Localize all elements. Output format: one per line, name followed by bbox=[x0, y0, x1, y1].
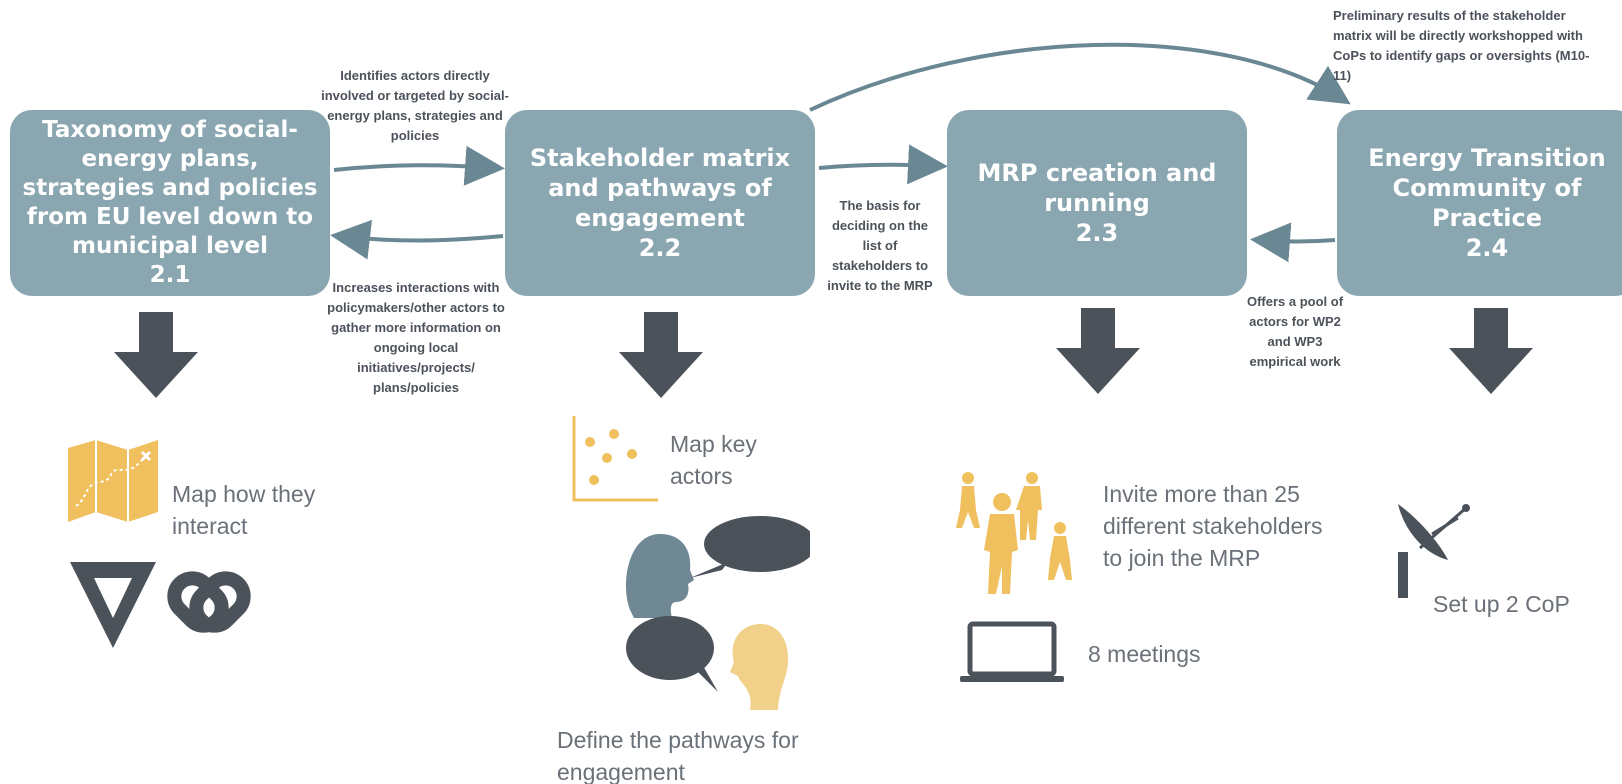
box-title: MRP creation and running bbox=[977, 159, 1217, 217]
arrow-taxonomy-to-matrix bbox=[333, 145, 505, 186]
box-number: 2.3 bbox=[1075, 219, 1119, 247]
outcome-pathways: Define the pathways for engagement bbox=[557, 727, 799, 784]
people-icon bbox=[956, 472, 1072, 594]
outcome-invite: Invite more than 25 different stakeholde… bbox=[1103, 481, 1323, 571]
box-stakeholder-matrix: Stakeholder matrix and pathways of engag… bbox=[505, 110, 815, 296]
box-community-of-practice: Energy Transition Community of Practice … bbox=[1337, 110, 1622, 296]
map-icon bbox=[68, 440, 158, 522]
note-offers: Offers a pool of actors for WP2 and WP3 … bbox=[1246, 294, 1344, 369]
note-basis: The basis for deciding on the list of st… bbox=[827, 198, 933, 293]
logo-v-icon bbox=[70, 562, 156, 648]
down-arrow-icon bbox=[1449, 308, 1533, 394]
outcome-cop: Set up 2 CoP bbox=[1433, 591, 1570, 617]
box-title: Energy Transition Community of Practice bbox=[1368, 144, 1606, 232]
box-title: Stakeholder matrix and pathways of engag… bbox=[529, 144, 791, 232]
box-mrp: MRP creation and running 2.3 bbox=[947, 110, 1247, 296]
box-taxonomy: Taxonomy of social-energy plans, strateg… bbox=[10, 110, 330, 296]
down-arrow-icon bbox=[619, 312, 703, 398]
arrow-matrix-to-mrp bbox=[818, 144, 948, 185]
down-arrow-icon bbox=[1056, 308, 1140, 394]
box-number: 2.1 bbox=[149, 262, 191, 288]
scatter-plot-icon bbox=[572, 416, 658, 502]
arrow-matrix-to-taxonomy bbox=[330, 219, 504, 260]
arrow-matrix-to-cop bbox=[809, 42, 1351, 112]
note-increases: Increases interactions with policymakers… bbox=[327, 280, 505, 395]
note-identifies: Identifies actors directly involved or t… bbox=[321, 68, 509, 143]
outcome-map-interact: Map how they interact bbox=[172, 481, 316, 539]
outcome-meetings: 8 meetings bbox=[1088, 641, 1201, 667]
speaking-heads-icon bbox=[625, 516, 810, 710]
laptop-icon bbox=[960, 621, 1064, 682]
satellite-dish-icon bbox=[1398, 504, 1470, 598]
down-arrow-icon bbox=[114, 312, 198, 398]
arrow-cop-to-mrp bbox=[1250, 222, 1336, 263]
note-preliminary: Preliminary results of the stakeholder m… bbox=[1333, 8, 1590, 83]
outcome-map-actors: Map key actors bbox=[670, 431, 757, 489]
box-title: Taxonomy of social-energy plans, strateg… bbox=[22, 117, 318, 259]
box-number: 2.4 bbox=[1465, 234, 1509, 262]
chain-link-icon bbox=[167, 571, 251, 633]
box-number: 2.2 bbox=[638, 234, 682, 262]
